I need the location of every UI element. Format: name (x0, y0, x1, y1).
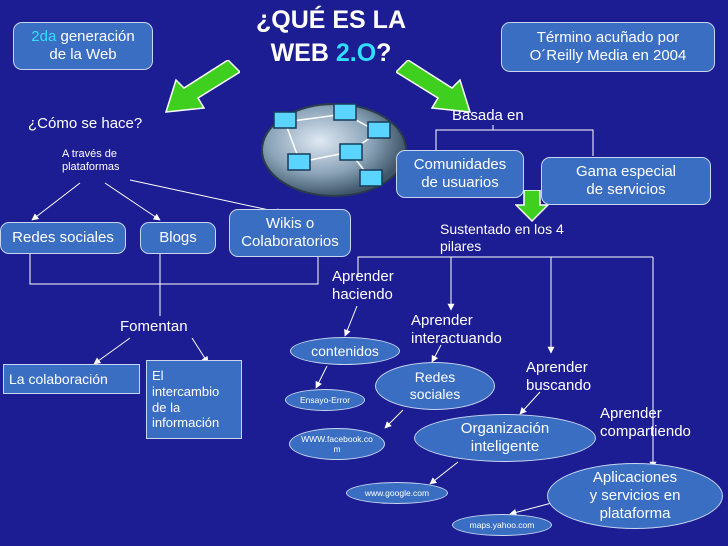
title-version: 2.O (335, 38, 377, 67)
contenidos-pill: contenidos (290, 337, 400, 365)
wikis-box: Wikis o Colaboratorios (229, 209, 351, 257)
aplicaciones-line1: Aplicaciones (592, 469, 678, 486)
wikis-line1: Wikis o (265, 215, 315, 232)
redes-sociales-pill: Redes sociales (375, 362, 495, 410)
sustentado-line1: Sustentado en los 4 (440, 221, 564, 237)
title-web: WEB (270, 38, 329, 67)
a-traves-label: A través de plataformas (62, 148, 119, 174)
aprender-interactuando-label: Aprender interactuando (411, 312, 502, 348)
ensayo-error-pill: Ensayo-Error (285, 389, 365, 411)
fomentan-label: Fomentan (120, 318, 188, 335)
compartiendo-line2: compartiendo (600, 423, 691, 440)
gama-line1: Gama especial (575, 163, 677, 180)
google-pill: www.google.com (346, 482, 448, 504)
intercambio-box: El intercambio de la información (146, 360, 242, 439)
second-generation-line2: de la Web (49, 46, 117, 63)
title-prefix: ¿QUÉ ES LA (255, 6, 406, 34)
intercambio-line2: intercambio (152, 383, 220, 399)
term-origin-box: Término acuñado por O´Reilly Media en 20… (501, 22, 715, 72)
la-colaboracion-label: La colaboración (9, 370, 108, 387)
aprender-compartiendo-label: Aprender compartiendo (600, 405, 691, 441)
haciendo-line2: haciendo (332, 286, 393, 303)
redes-sociales-box: Redes sociales (0, 222, 126, 254)
facebook-line1: WWW.facebook.co (301, 433, 373, 444)
facebook-line2: m (333, 444, 341, 454)
a-traves-line1: A través de (62, 148, 118, 160)
buscando-line2: buscando (526, 377, 592, 394)
green-arrow-right-icon (396, 60, 472, 113)
como-se-hace-label: ¿Cómo se hace? (28, 115, 143, 132)
second-generation-box: 2da generación de la Web (13, 22, 153, 70)
redes-pill-line1: Redes (414, 369, 456, 386)
intercambio-line3: de la (152, 399, 181, 415)
intercambio-line1: El (152, 368, 164, 384)
aplicaciones-pill: Aplicaciones y servicios en plataforma (547, 463, 723, 529)
intercambio-line4: información (152, 415, 220, 431)
aplicaciones-line3: plataforma (599, 505, 671, 522)
yahoo-pill: maps.yahoo.com (452, 514, 552, 536)
redes-pill-line2: sociales (409, 386, 461, 402)
sustentado-label: Sustentado en los 4 pilares (440, 221, 564, 255)
green-arrow-left-icon (164, 60, 240, 113)
a-traves-line2: plataformas (62, 161, 120, 174)
haciendo-line1: Aprender (332, 268, 394, 285)
comunidades-box: Comunidades de usuarios (396, 150, 524, 198)
aprender-buscando-label: Aprender buscando (526, 359, 591, 395)
gama-line2: de servicios (586, 181, 666, 198)
buscando-line1: Aprender (526, 359, 588, 376)
organizacion-line1: Organización (460, 420, 550, 437)
basada-en-label: Basada en (452, 107, 524, 124)
la-colaboracion-box: La colaboración (3, 364, 140, 394)
facebook-pill: WWW.facebook.co m (289, 428, 385, 460)
interactuando-line2: interactuando (411, 330, 502, 347)
organizacion-pill: Organización inteligente (414, 414, 596, 462)
compartiendo-line1: Aprender (600, 405, 662, 422)
comunidades-line1: Comunidades (413, 156, 507, 173)
aplicaciones-line2: y servicios en (589, 487, 681, 504)
blogs-label: Blogs (159, 229, 197, 246)
title-suffix: ? (376, 38, 392, 67)
organizacion-line2: inteligente (470, 438, 540, 455)
second-generation-highlight: 2da (31, 28, 57, 45)
term-origin-line2: O´Reilly Media en 2004 (529, 47, 687, 64)
ensayo-error-label: Ensayo-Error (299, 394, 351, 405)
google-label: www.google.com (364, 487, 430, 498)
sustentado-line2: pilares (440, 237, 482, 254)
wikis-line2: Colaboratorios (241, 233, 339, 250)
contenidos-label: contenidos (311, 342, 379, 359)
second-generation-text: generación (60, 28, 135, 45)
yahoo-label: maps.yahoo.com (469, 519, 535, 530)
comunidades-line2: de usuarios (421, 174, 499, 191)
green-arrow-down-icon (515, 190, 549, 222)
globe-network-icon (261, 103, 407, 197)
interactuando-line1: Aprender (411, 312, 473, 329)
page-title: ¿QUÉ ES LA WEB 2.O? (226, 4, 436, 69)
blogs-box: Blogs (140, 222, 216, 254)
aprender-haciendo-label: Aprender haciendo (332, 268, 394, 304)
redes-sociales-label: Redes sociales (12, 229, 114, 246)
term-origin-line1: Término acuñado por (536, 29, 680, 46)
gama-especial-box: Gama especial de servicios (541, 157, 711, 205)
